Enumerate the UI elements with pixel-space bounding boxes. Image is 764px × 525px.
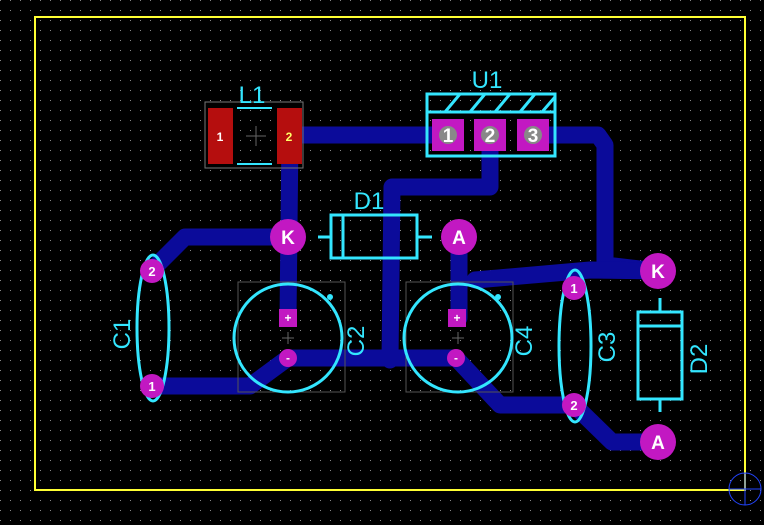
d2-designator: D2 (686, 344, 713, 375)
c2-designator: C2 (343, 326, 370, 357)
trace-c1-k[interactable] (143, 228, 297, 279)
u1-designator: U1 (472, 67, 503, 94)
c2-pad-minus[interactable] (279, 349, 297, 367)
d2-pad-k[interactable] (640, 253, 676, 289)
c2-pad-minus-label: - (286, 351, 290, 365)
l1-pad-2-label: 2 (286, 130, 293, 144)
u1-pad-3-label: 3 (528, 126, 539, 147)
c4-pad-plus[interactable] (448, 309, 466, 327)
board-outline[interactable] (34, 16, 746, 491)
c4-pad-minus[interactable] (447, 349, 465, 367)
l1-pad-2[interactable] (277, 108, 302, 164)
d1-designator: D1 (354, 188, 385, 215)
copper-traces[interactable] (143, 126, 667, 451)
c2-pad-plus-label: + (284, 311, 291, 325)
component-d1[interactable]: K A D1 (270, 188, 477, 260)
d1-pad-k[interactable] (270, 219, 306, 255)
c3-designator: C3 (594, 332, 621, 363)
d2-pad-k-label: K (651, 262, 665, 283)
c1-outline (135, 253, 171, 403)
c3-pad-1[interactable] (562, 276, 586, 300)
c4-outline (402, 282, 514, 394)
origin-marker-icon (728, 472, 762, 506)
trace-c3-d2[interactable] (466, 261, 667, 289)
c3-pad-2-label: 2 (570, 398, 577, 413)
component-c1[interactable]: 2 1 C1 (109, 253, 171, 403)
l1-pad-1-label: 1 (217, 130, 224, 144)
u1-pad-2-label: 2 (485, 126, 496, 147)
component-l1[interactable]: 1 2 L1 (204, 82, 304, 169)
c4-polarity-dot (495, 294, 501, 300)
component-c2[interactable]: + - C2 (232, 281, 370, 394)
component-d2[interactable]: K A D2 (636, 253, 713, 460)
u1-tab-hatching (427, 93, 557, 114)
crosshair-icon (246, 126, 266, 146)
trace-c1-minus[interactable] (143, 349, 297, 395)
d1-pad-k-label: K (281, 228, 295, 249)
crosshair-icon (282, 332, 294, 344)
l1-designator: L1 (239, 82, 266, 109)
c2-polarity-dot (327, 294, 333, 300)
trace-u1-pin2-gnd[interactable] (381, 126, 499, 369)
l1-pad-1[interactable] (208, 108, 233, 164)
l1-body-outline (204, 101, 304, 169)
c1-pad-1[interactable] (140, 374, 164, 398)
component-c4[interactable]: + - C4 (402, 281, 538, 394)
d1-pad-a-label: A (452, 228, 466, 249)
c1-pad-2[interactable] (140, 259, 164, 283)
d2-pad-a[interactable] (640, 424, 676, 460)
d1-pad-a[interactable] (441, 219, 477, 255)
c1-designator: C1 (109, 319, 136, 350)
u1-pad-2-hole (481, 126, 499, 144)
c3-pad-1-label: 1 (570, 281, 577, 296)
c2-pad-plus[interactable] (279, 309, 297, 327)
c4-pad-plus-label: + (453, 311, 460, 325)
crosshair-icon (452, 332, 464, 344)
u1-pad-3-hole (524, 126, 542, 144)
c3-pad-2[interactable] (562, 393, 586, 417)
c4-pad-minus-label: - (454, 351, 458, 365)
d2-pad-a-label: A (651, 433, 665, 454)
u1-body-outline (425, 92, 557, 158)
c3-outline (557, 268, 593, 424)
component-u1[interactable]: 1 2 3 U1 (425, 67, 557, 158)
c1-pad-1-label: 1 (148, 379, 155, 394)
c1-pad-2-label: 2 (148, 264, 155, 279)
c2-outline (232, 282, 344, 394)
u1-pad-1-label: 1 (443, 126, 454, 147)
component-c3[interactable]: 1 2 C3 (557, 268, 621, 424)
u1-pad-1-hole (439, 126, 457, 144)
c4-designator: C4 (511, 326, 538, 357)
